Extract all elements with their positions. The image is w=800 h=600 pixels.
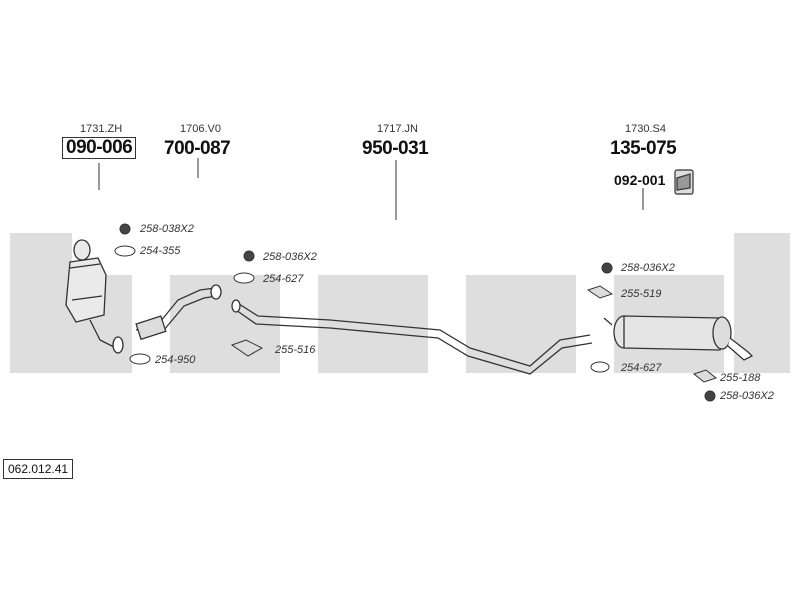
part-number-label: 135-075 xyxy=(610,138,677,159)
gasket-icon xyxy=(114,245,136,257)
rubber-mount-icon xyxy=(692,369,718,383)
bracket-part-label: 092-001 xyxy=(614,172,666,188)
gasket-icon xyxy=(129,353,151,365)
accessory-label: 254-355 xyxy=(140,245,181,257)
accessory-label: 258-036X2 xyxy=(720,390,774,402)
accessory-label: 258-036X2 xyxy=(621,262,675,274)
accessory-label: 258-036X2 xyxy=(263,251,317,263)
rubber-mount-icon xyxy=(586,285,614,299)
nut-icon xyxy=(601,262,613,274)
gasket-icon xyxy=(590,361,610,373)
oem-ref-label: 1730.S4 xyxy=(625,123,666,135)
intermediate-pipe xyxy=(231,299,593,375)
catalog-code: 062.012.41 xyxy=(3,459,74,479)
nut-icon xyxy=(243,250,255,262)
clamp-icon xyxy=(230,339,264,357)
accessory-label: 255-516 xyxy=(275,344,316,356)
oem-ref-label: 1706.V0 xyxy=(180,123,221,135)
front-pipe xyxy=(135,284,222,341)
accessory-label: 254-627 xyxy=(621,362,662,374)
rear-silencer xyxy=(603,315,754,361)
accessory-label: 258-038X2 xyxy=(140,223,194,235)
gasket-icon xyxy=(233,272,255,284)
part-number-label: 950-031 xyxy=(362,138,429,159)
oem-ref-label: 1731.ZH xyxy=(80,123,123,135)
bracket-icon xyxy=(674,169,694,195)
accessory-label: 254-627 xyxy=(263,273,304,285)
part-number-label: 090-006 xyxy=(62,137,137,159)
nut-icon xyxy=(119,223,131,235)
accessory-label: 255-519 xyxy=(621,288,662,300)
accessory-label: 254-950 xyxy=(155,354,196,366)
nut-icon xyxy=(704,390,716,402)
accessory-label: 255-188 xyxy=(720,372,761,384)
oem-ref-label: 1717.JN xyxy=(377,123,418,135)
catalytic-converter xyxy=(65,239,124,354)
part-number-label: 700-087 xyxy=(164,138,231,159)
